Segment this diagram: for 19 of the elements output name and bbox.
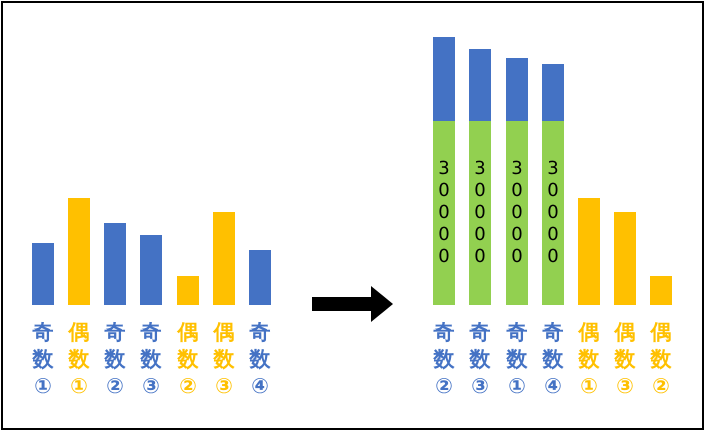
bar-label: 偶数① (67, 319, 90, 400)
bar-label: 奇数② (432, 319, 456, 400)
bar-label: 偶数② (649, 319, 672, 400)
bar-label: 奇数③ (468, 319, 492, 400)
bar-label: 奇数① (31, 319, 54, 400)
arrow (312, 286, 393, 322)
value-label: 30000 (438, 158, 450, 268)
bar-label: 偶数① (577, 319, 600, 400)
bar-label: 奇数② (103, 319, 126, 400)
value-label: 30000 (474, 158, 486, 268)
value-label: 30000 (511, 158, 523, 268)
bar-label: 奇数① (505, 319, 528, 400)
bar-label: 奇数④ (248, 319, 272, 400)
bar-label: 奇数④ (541, 319, 564, 400)
bar-label: 偶数② (176, 319, 200, 400)
bar-label: 偶数③ (613, 319, 636, 400)
bar-label: 奇数③ (139, 319, 162, 400)
bar-label: 偶数③ (212, 319, 236, 400)
value-label: 30000 (547, 158, 559, 268)
